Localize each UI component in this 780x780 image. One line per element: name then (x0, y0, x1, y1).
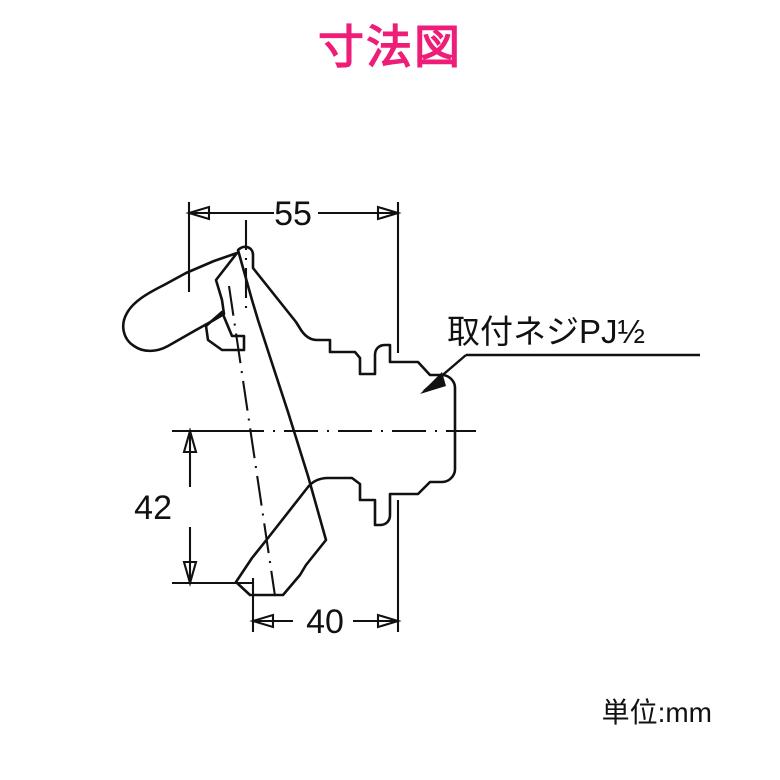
faucet-outline-group (121, 245, 457, 597)
annotation-mounting-thread: 取付ネジPJ½ (420, 313, 700, 394)
dim-label-40: 40 (306, 603, 344, 641)
arrow-55-left (185, 205, 211, 221)
faucet-handle-lever (121, 251, 239, 353)
arrow-55-right (376, 205, 402, 221)
arrow-42-bottom (182, 560, 198, 587)
dimension-55: 55 (185, 195, 402, 353)
arrow-40-right (376, 613, 402, 629)
unit-note: 単位:mm (602, 697, 712, 728)
dim-label-42: 42 (134, 489, 172, 527)
dimension-42: 42 (134, 427, 252, 587)
leader-arrowhead (420, 372, 446, 394)
arrow-40-left (249, 613, 275, 629)
faucet-body-outline (234, 245, 457, 597)
dim-label-55: 55 (274, 195, 312, 233)
arrow-42-top (182, 427, 198, 454)
centerline-group (176, 220, 476, 597)
spout-centerline (227, 285, 277, 597)
page-title: 寸法図 (318, 21, 462, 73)
faucet-handle-stem (204, 310, 246, 352)
annotation-label-mounting-thread: 取付ネジPJ½ (447, 313, 645, 350)
dimension-40: 40 (249, 500, 402, 641)
